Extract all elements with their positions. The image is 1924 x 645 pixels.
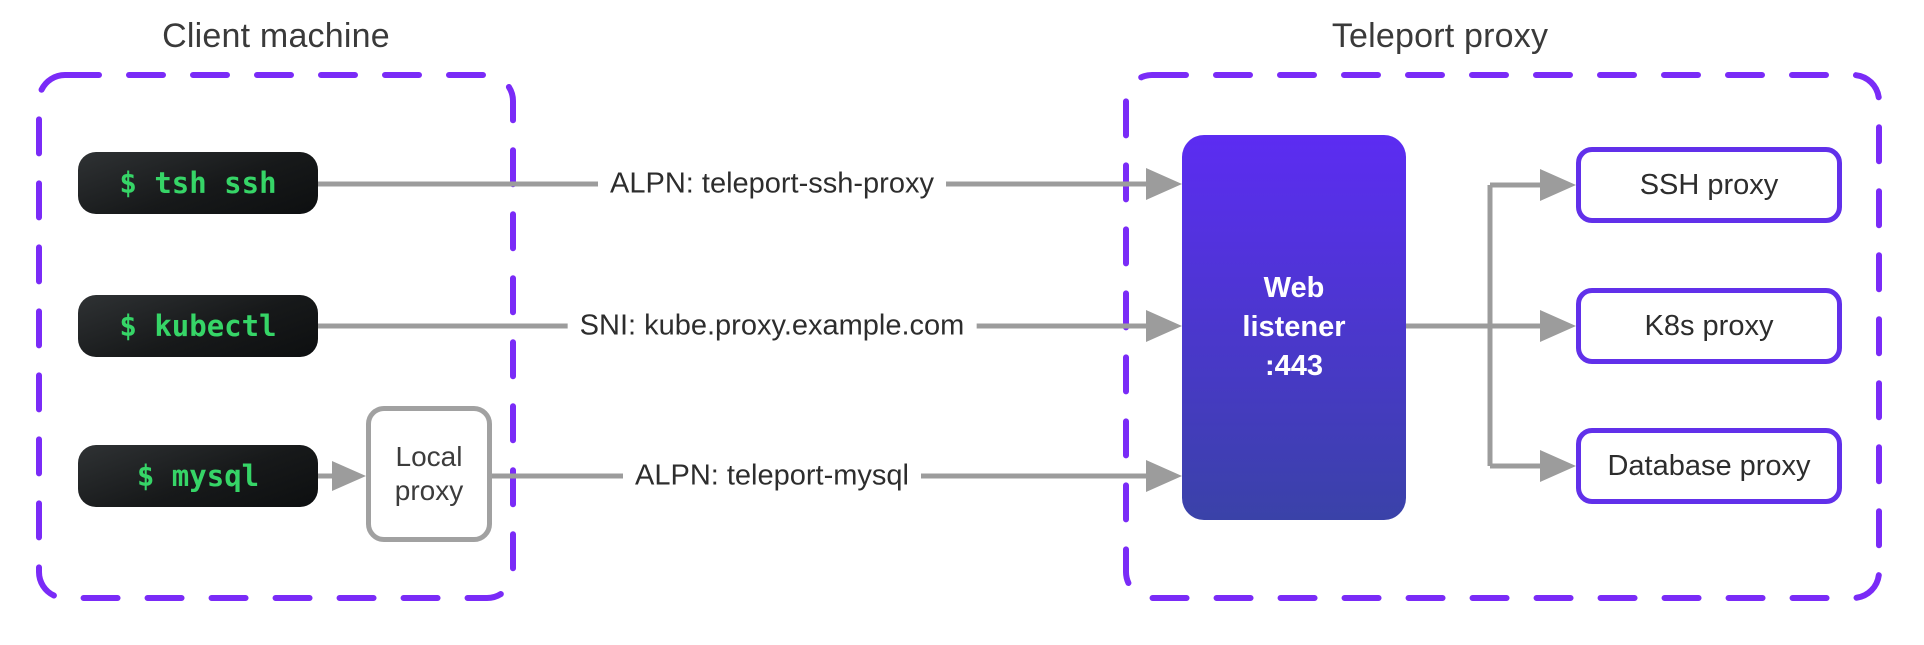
arrowhead-into-listener-row1 — [1146, 168, 1182, 200]
database-proxy-label: Database proxy — [1607, 449, 1811, 482]
k8s-proxy-label: K8s proxy — [1644, 309, 1774, 342]
k8s-proxy-box: K8s proxy — [1576, 288, 1842, 364]
arrowhead-into-ssh-proxy — [1540, 169, 1576, 201]
arrowhead-into-listener-row3 — [1146, 460, 1182, 492]
web-listener-line-1: Web — [1263, 272, 1325, 304]
terminal-command-kubectl: $ kubectl — [119, 309, 277, 343]
local-proxy-label: Local proxy — [394, 441, 464, 506]
web-listener-box: Web listener :443 — [1182, 135, 1406, 520]
teleport-proxy-title: Teleport proxy — [1331, 17, 1549, 55]
terminal-kubectl: $ kubectl — [78, 295, 318, 357]
terminal-tsh-ssh: $ tsh ssh — [78, 152, 318, 214]
web-listener-line-3: :443 — [1264, 350, 1324, 382]
connection-label-alpn-mysql: ALPN: teleport-mysql — [623, 456, 921, 496]
web-listener-line-2: listener — [1242, 311, 1346, 343]
database-proxy-box: Database proxy — [1576, 428, 1842, 504]
arrowhead-into-listener-row2 — [1146, 310, 1182, 342]
arrowhead-into-db-proxy — [1540, 450, 1576, 482]
connection-label-alpn-ssh: ALPN: teleport-ssh-proxy — [598, 164, 946, 204]
client-machine-dashed-border — [36, 72, 516, 601]
arrowheads — [332, 168, 1576, 492]
arrowhead-into-local-proxy — [332, 461, 366, 491]
terminal-command-mysql: $ mysql — [136, 459, 260, 493]
client-machine-title: Client machine — [162, 17, 390, 55]
terminal-mysql: $ mysql — [78, 445, 318, 507]
ssh-proxy-label: SSH proxy — [1639, 168, 1779, 201]
teleport-proxy-dashed-border — [1123, 72, 1882, 601]
arrowhead-into-k8s-proxy — [1540, 310, 1576, 342]
connection-label-sni-kube: SNI: kube.proxy.example.com — [567, 306, 977, 346]
local-proxy-box: Local proxy — [366, 406, 492, 542]
terminal-command-tsh-ssh: $ tsh ssh — [119, 166, 277, 200]
ssh-proxy-box: SSH proxy — [1576, 147, 1842, 223]
